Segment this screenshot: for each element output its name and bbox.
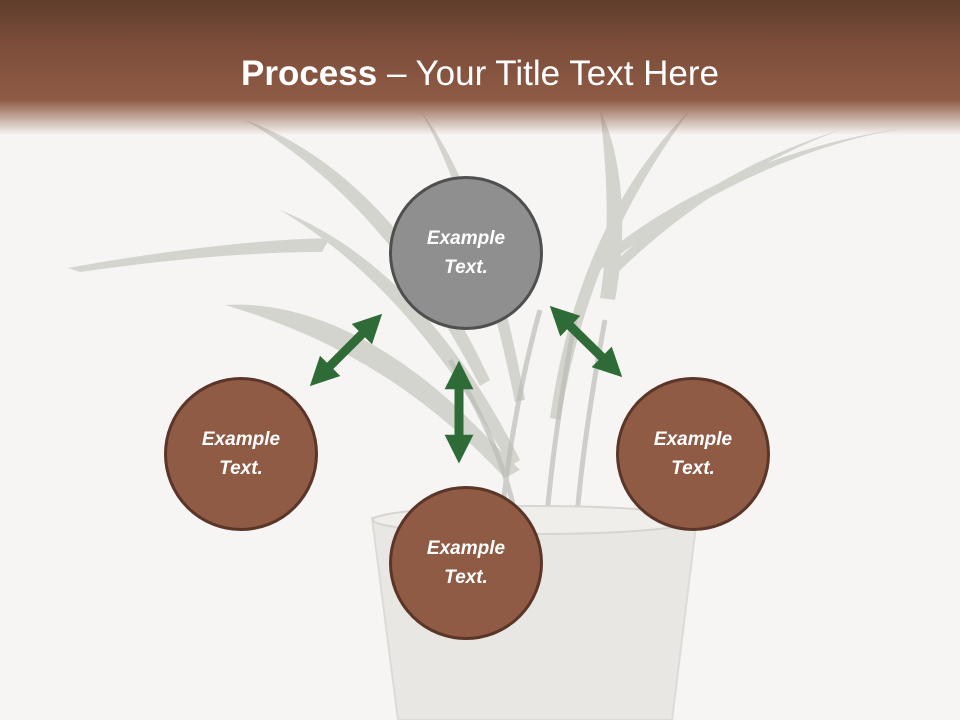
arrow-top-right bbox=[549, 305, 623, 378]
slide-title: Process – Your Title Text Here bbox=[0, 52, 960, 96]
arrow-top-left bbox=[309, 313, 383, 387]
slide-title-rest: – Your Title Text Here bbox=[377, 54, 719, 93]
slide-title-bold: Process bbox=[241, 54, 378, 93]
node-left: Example Text. bbox=[164, 377, 318, 531]
node-left-line1: Example bbox=[201, 429, 281, 450]
node-bottom-line1: Example bbox=[426, 538, 506, 559]
title-bar bbox=[0, 0, 960, 135]
node-right-line2: Text. bbox=[671, 458, 715, 479]
node-right: Example Text. bbox=[616, 377, 770, 531]
node-top-line2: Text. bbox=[444, 257, 488, 278]
node-top: Example Text. bbox=[389, 176, 543, 330]
node-left-line2: Text. bbox=[219, 458, 263, 479]
node-bottom: Example Text. bbox=[389, 486, 543, 640]
node-top-line1: Example bbox=[426, 228, 506, 249]
node-right-line1: Example bbox=[653, 429, 733, 450]
node-bottom-line2: Text. bbox=[444, 567, 488, 588]
